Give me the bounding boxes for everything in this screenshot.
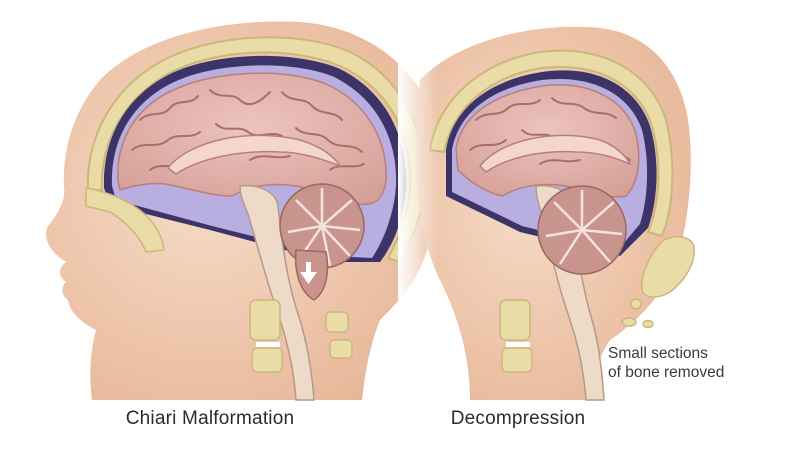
left-brain-folds bbox=[131, 89, 365, 171]
right-disc bbox=[506, 342, 530, 347]
left-facial-bone bbox=[85, 187, 165, 253]
right-vertebrae bbox=[499, 299, 533, 373]
down-arrow-icon bbox=[300, 262, 317, 284]
left-corpus-callosum bbox=[166, 134, 342, 175]
bone-removed-annotation: Small sections of bone removed bbox=[608, 344, 724, 382]
left-head-diagram bbox=[46, 21, 440, 401]
bone-chip bbox=[642, 319, 654, 329]
annotation-line-1: Small sections bbox=[608, 345, 708, 362]
removed-bone-pieces bbox=[621, 235, 695, 329]
annotation-line-2: of bone removed bbox=[608, 364, 725, 381]
right-cerebellum bbox=[537, 185, 627, 275]
right-skull bbox=[428, 49, 674, 238]
bone-chip bbox=[630, 298, 642, 310]
right-head-diagram bbox=[398, 20, 691, 410]
left-disc bbox=[256, 342, 280, 347]
left-vertebrae bbox=[249, 299, 353, 373]
panel-divider-fade bbox=[398, 20, 438, 410]
caption-decompression: Decompression bbox=[450, 408, 586, 429]
bone-chip bbox=[621, 317, 637, 327]
removed-skull-fragment bbox=[641, 235, 695, 298]
left-brainstem bbox=[239, 184, 315, 401]
right-corpus-callosum bbox=[479, 134, 632, 173]
caption-chiari-malformation: Chiari Malformation bbox=[125, 408, 295, 429]
